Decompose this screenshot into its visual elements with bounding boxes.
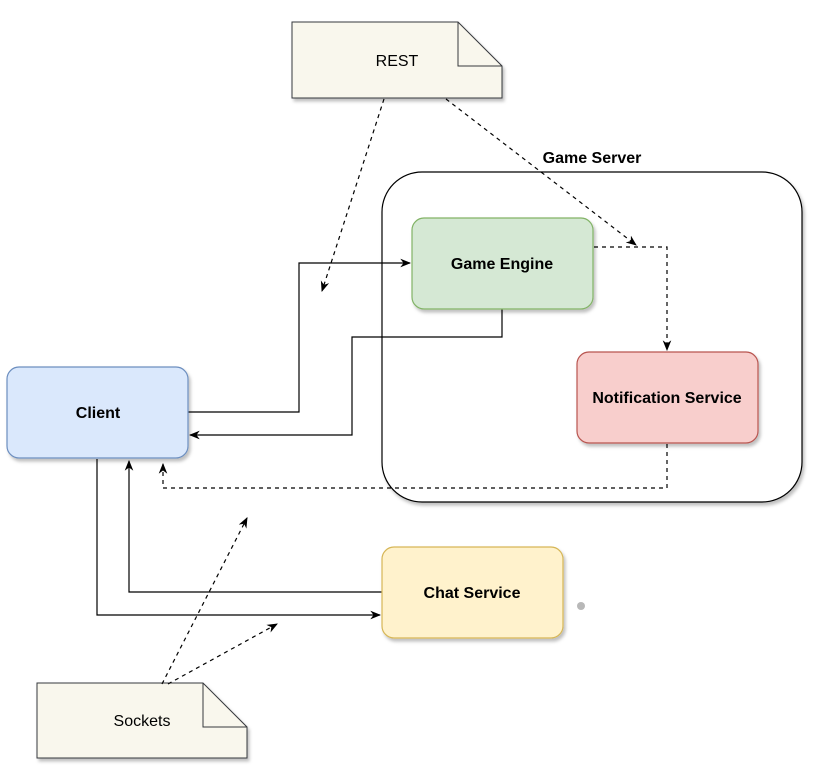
edge-notification-to-client [158, 444, 668, 489]
edge-game-engine-to-notification [594, 246, 672, 352]
sockets-note-label: Sockets [114, 713, 171, 730]
sockets-pointer-upper [161, 517, 248, 685]
edge-chat-service-to-client [124, 459, 382, 593]
chat-service-node: Chat Service [381, 546, 564, 639]
rest-note: REST [291, 21, 503, 99]
sockets-pointer-lower [167, 623, 278, 685]
edge-game-engine-to-client [188, 309, 503, 440]
rest-note-label: REST [376, 53, 419, 70]
edge-client-to-chat-service [96, 459, 382, 620]
edge-client-to-game-engine [188, 258, 412, 413]
client-node: Client [6, 366, 189, 459]
game-server-label: Game Server [543, 150, 642, 167]
client-label: Client [76, 405, 121, 422]
game-server-group: Game Server [381, 150, 803, 503]
stray-dot [577, 602, 585, 610]
game-engine-label: Game Engine [451, 256, 553, 273]
game-engine-node: Game Engine [411, 217, 594, 310]
dashed-connectors [158, 98, 672, 685]
connectors [96, 258, 503, 620]
notification-service-label: Notification Service [592, 390, 741, 407]
notification-service-node: Notification Service [576, 351, 759, 444]
rest-pointer-client-link [320, 98, 385, 293]
sockets-note: Sockets [36, 682, 248, 759]
chat-service-label: Chat Service [424, 585, 521, 602]
